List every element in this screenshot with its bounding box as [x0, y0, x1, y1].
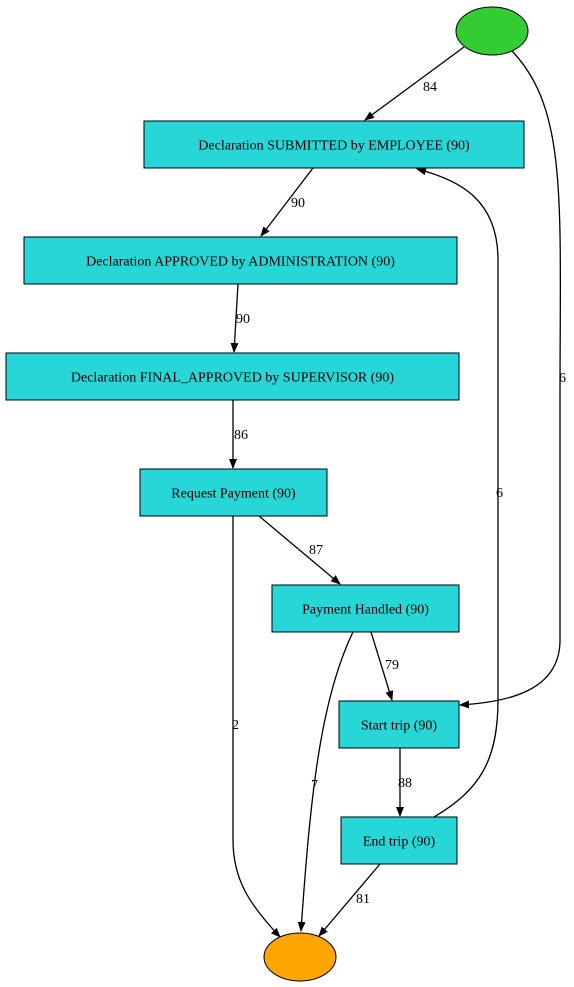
activity-box[interactable] [5, 352, 460, 401]
edge-arrow [364, 46, 465, 121]
edge-request-payment-to-end: 2 [232, 516, 281, 938]
edge-arrow [230, 283, 239, 353]
edge-approved-to-final-approved: 90 [230, 283, 250, 353]
activity-label: Start trip (90) [361, 719, 438, 734]
edge-start-to-start-trip: 6 [459, 50, 566, 709]
edge-arrow [297, 631, 354, 932]
edge-arrow [260, 167, 314, 237]
edge-frequency-label: 88 [398, 776, 412, 791]
edge-frequency-label: 7 [311, 778, 318, 793]
activity-label: Declaration FINAL_APPROVED by SUPERVISOR… [71, 371, 395, 386]
edge-start-trip-to-end-trip: 88 [396, 748, 412, 817]
activity-box[interactable] [139, 468, 328, 517]
end-event-circle[interactable] [263, 932, 337, 982]
edge-start-to-submitted: 84 [364, 46, 465, 121]
edge-arrow [416, 167, 499, 818]
activity-box[interactable] [338, 700, 460, 749]
activity-node-final-approved[interactable]: Declaration FINAL_APPROVED by SUPERVISOR… [5, 352, 460, 401]
activity-label: Declaration SUBMITTED by EMPLOYEE (90) [198, 139, 470, 154]
edge-final-approved-to-request-payment: 86 [229, 400, 248, 469]
edge-arrow [459, 50, 562, 709]
edge-submitted-to-approved: 90 [260, 167, 314, 237]
end-node[interactable] [263, 932, 337, 982]
start-event-circle[interactable] [455, 6, 529, 56]
edge-end-trip-to-end: 81 [318, 863, 381, 937]
edge-end-trip-to-submitted: 6 [416, 167, 503, 818]
activity-label: End trip (90) [363, 835, 436, 850]
activity-node-payment-handled[interactable]: Payment Handled (90) [271, 584, 460, 633]
activity-box[interactable] [23, 236, 458, 285]
edge-frequency-label: 2 [232, 718, 239, 733]
edge-payment-handled-to-start-trip: 79 [370, 631, 399, 701]
activity-label: Payment Handled (90) [302, 603, 429, 618]
edge-request-payment-to-payment-handled: 87 [258, 515, 341, 585]
edge-arrow [258, 515, 341, 585]
nodes-layer: Declaration SUBMITTED by EMPLOYEE (90) De… [5, 6, 529, 982]
start-node[interactable] [455, 6, 529, 56]
activity-node-approved[interactable]: Declaration APPROVED by ADMINISTRATION (… [23, 236, 458, 285]
edge-payment-handled-to-end: 7 [297, 631, 354, 932]
edge-arrow [318, 863, 381, 937]
activity-node-start-trip[interactable]: Start trip (90) [338, 700, 460, 749]
edge-frequency-label: 90 [236, 312, 250, 327]
edge-frequency-label: 90 [291, 196, 305, 211]
edge-frequency-label: 81 [356, 892, 370, 907]
activity-box[interactable] [271, 584, 460, 633]
edge-frequency-label: 6 [559, 371, 566, 386]
activity-box[interactable] [143, 120, 525, 169]
activity-label: Request Payment (90) [171, 487, 296, 502]
edge-frequency-label: 87 [309, 543, 323, 558]
activity-node-submitted[interactable]: Declaration SUBMITTED by EMPLOYEE (90) [143, 120, 525, 169]
edge-frequency-label: 86 [234, 428, 248, 443]
edge-frequency-label: 6 [496, 486, 503, 501]
activity-node-request-payment[interactable]: Request Payment (90) [139, 468, 328, 517]
activity-box[interactable] [340, 816, 458, 865]
edge-frequency-label: 79 [385, 658, 399, 673]
edge-arrow [232, 516, 281, 938]
edges-layer: 84 6 90 90 86 87 2 79 7 88 81 6 [229, 46, 566, 938]
activity-label: Declaration APPROVED by ADMINISTRATION (… [86, 255, 395, 270]
edge-frequency-label: 84 [423, 80, 437, 95]
edge-arrow [370, 631, 394, 701]
activity-node-end-trip[interactable]: End trip (90) [340, 816, 458, 865]
